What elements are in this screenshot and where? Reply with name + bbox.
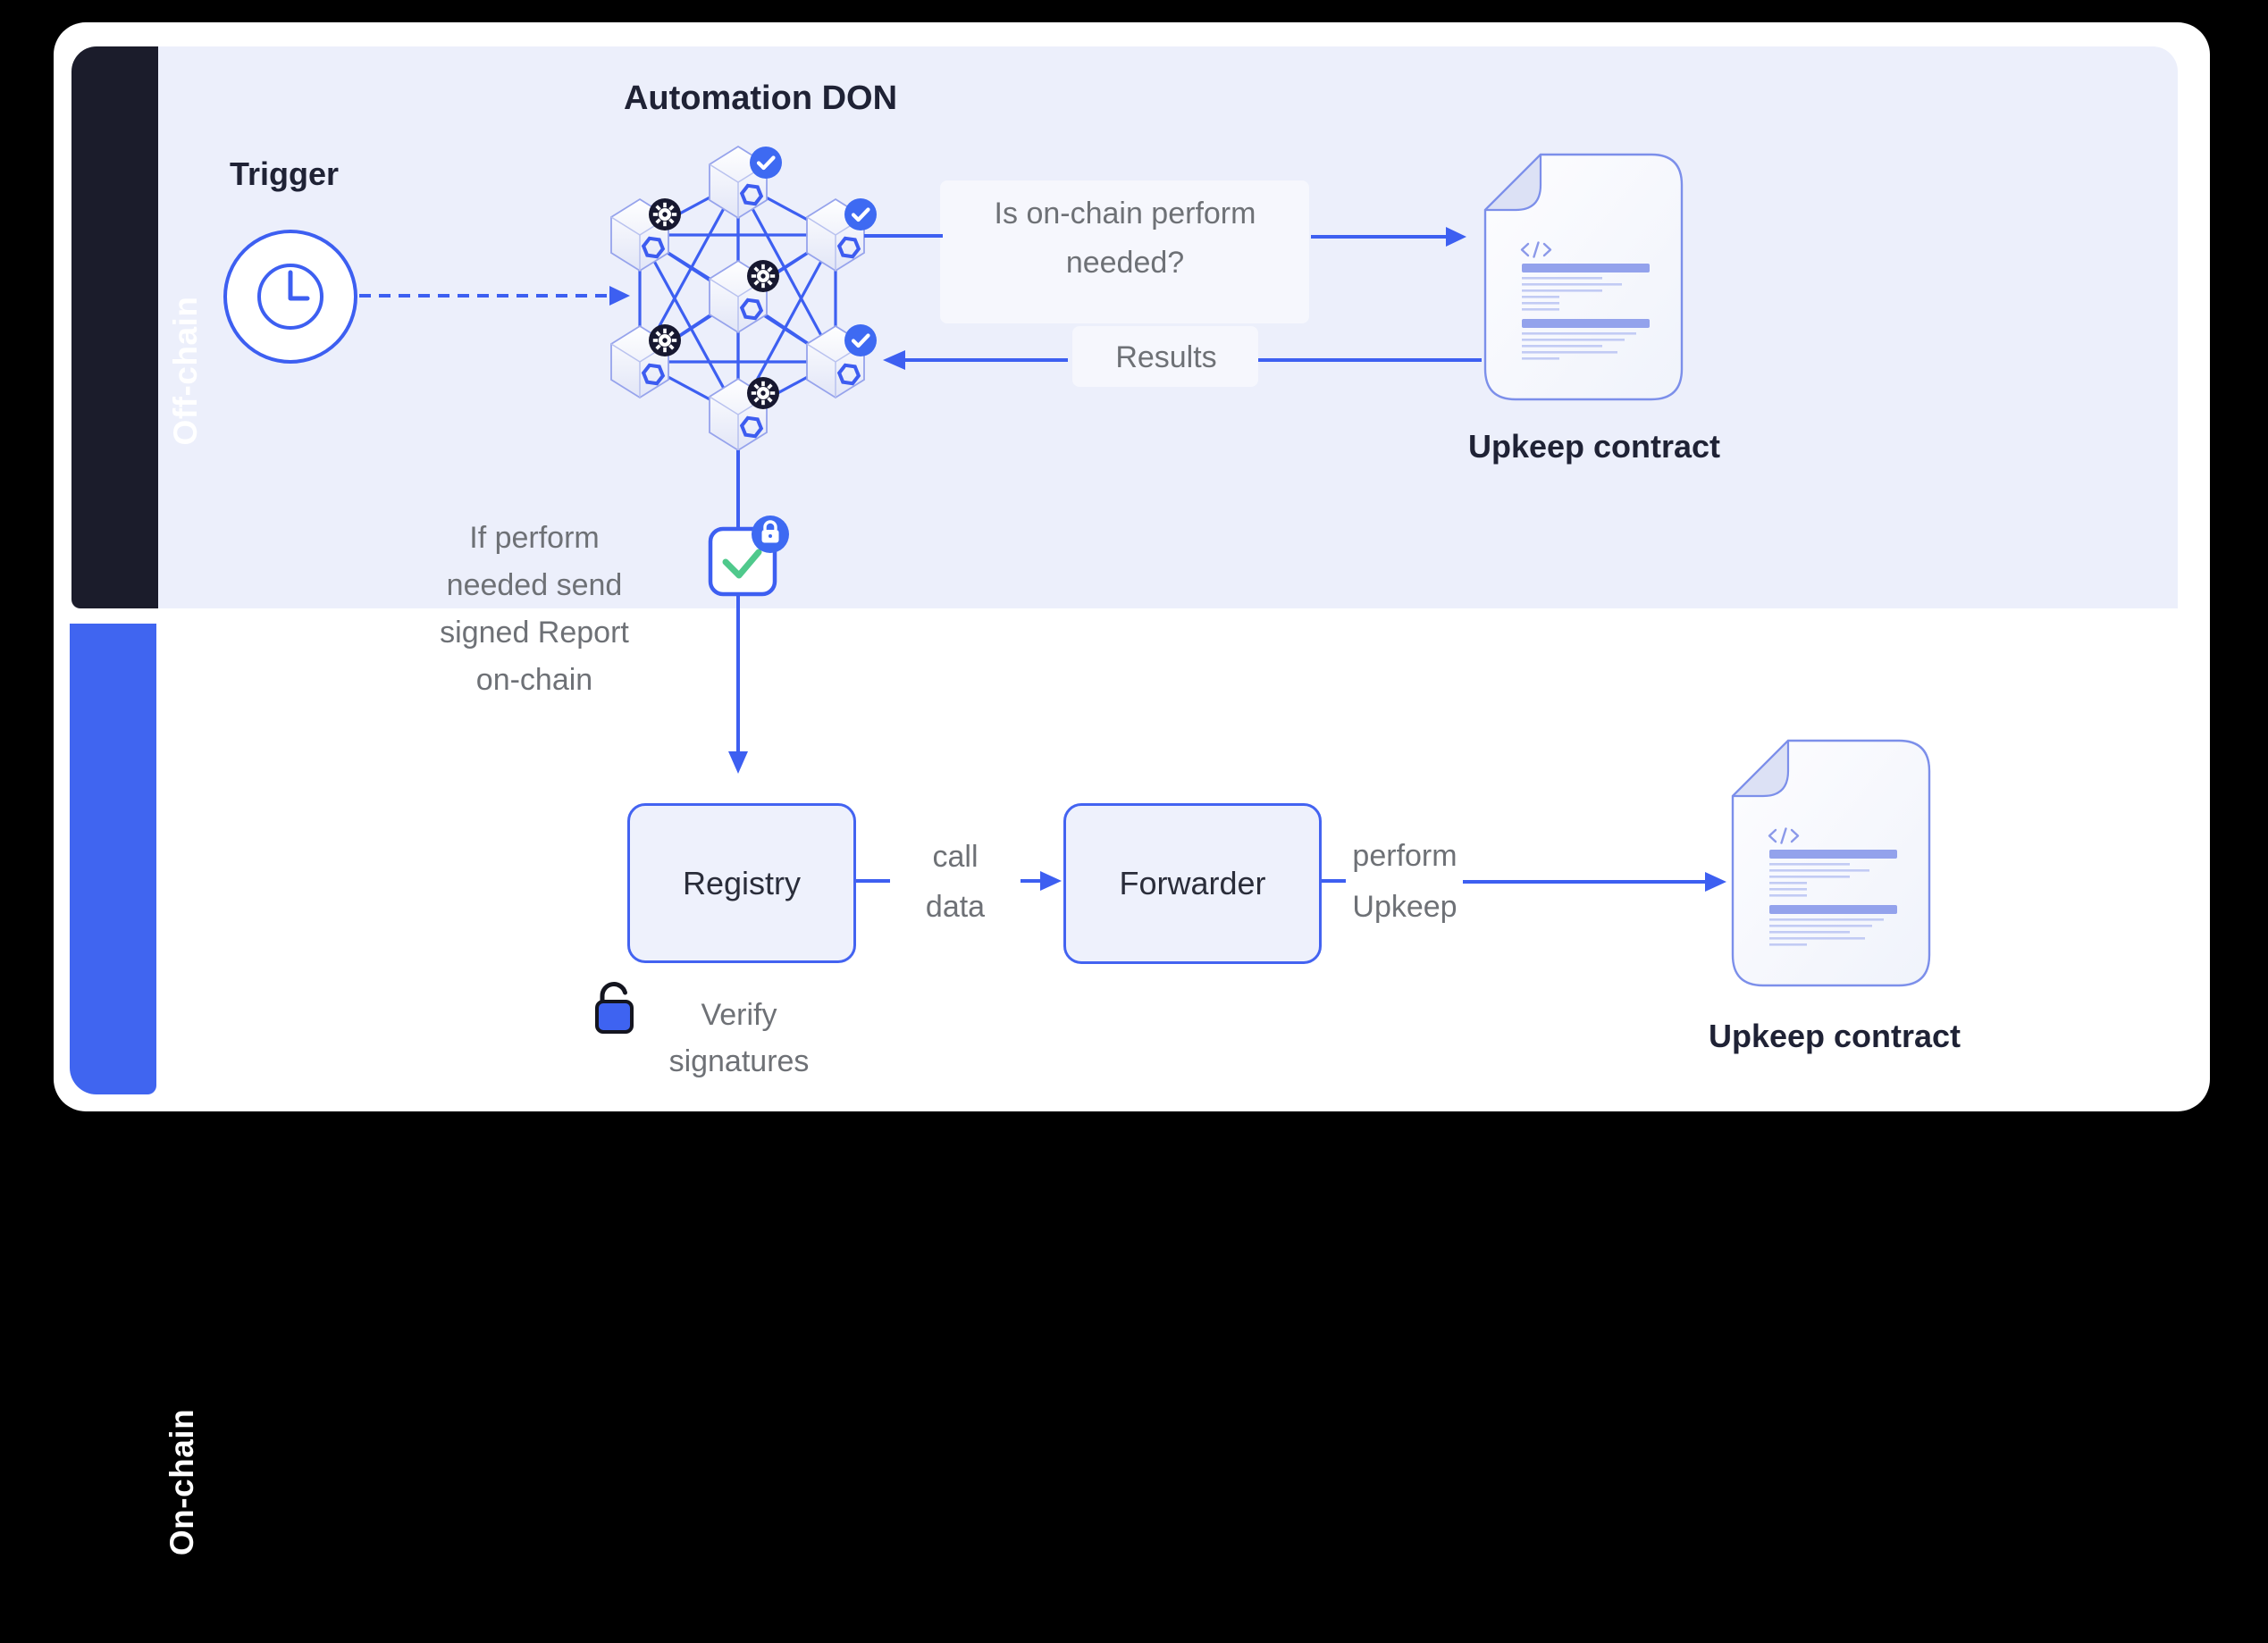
don-title: Automation DON: [623, 80, 898, 117]
arrow-perform-to-contract: [1463, 872, 1726, 892]
onchain-label: On-chain: [164, 1408, 200, 1556]
document-icon: [1483, 153, 1684, 401]
gear-icon: [649, 324, 681, 356]
report-note-line3: signed Report: [440, 616, 629, 650]
signed-report-check-icon: [708, 516, 789, 597]
perform-upkeep-line1: perform: [1352, 839, 1457, 873]
perform-upkeep-line2: Upkeep: [1352, 890, 1457, 924]
report-note-line4: on-chain: [475, 663, 593, 697]
call-data-label: call data: [926, 832, 985, 932]
arrow-report-to-registry: [728, 595, 748, 774]
lock-icon: [752, 516, 789, 553]
question-line1: Is on-chain perform: [994, 197, 1256, 231]
verify-line2: signatures: [668, 1044, 810, 1078]
results-backdrop: [1072, 326, 1258, 387]
trigger-label: Trigger: [229, 155, 340, 192]
call-data-line1: call: [932, 840, 979, 874]
diagram-canvas: { "sidebars": { "offchain": "Off-chain",…: [54, 0, 2210, 1556]
gear-icon: [649, 198, 681, 231]
registry-label: Registry: [682, 864, 802, 901]
sidebar-offchain: Off-chain: [71, 46, 204, 608]
arrow-calldata-to-forwarder: [1021, 871, 1062, 891]
document-icon: [1731, 739, 1931, 987]
gear-icon: [747, 260, 779, 292]
question-line2: needed?: [1065, 246, 1185, 280]
forwarder-box: Forwarder: [1063, 803, 1322, 964]
question-backdrop: [940, 180, 1309, 323]
report-note-line2: needed send: [446, 568, 623, 602]
verify-signatures-label: Verify signatures: [669, 992, 810, 1085]
sidebar-onchain: On-chain: [70, 624, 200, 1555]
diagram-graphics: [223, 0, 1931, 1034]
arrow-question-to-contract: [1311, 227, 1466, 247]
upkeep-contract-top-label: Upkeep contract: [1467, 428, 1721, 465]
trigger-dashed-arrow: [359, 286, 630, 306]
report-note-line1: If perform: [469, 521, 600, 555]
registry-box: Registry: [627, 803, 856, 963]
verify-line1: Verify: [701, 998, 777, 1032]
unlock-icon: [595, 982, 634, 1034]
results-label: Results: [1115, 340, 1217, 374]
clock-icon: [223, 230, 357, 364]
check-badge-icon: [844, 198, 877, 231]
check-badge-icon: [844, 324, 877, 356]
call-data-line2: data: [925, 890, 986, 924]
check-badge-icon: [750, 147, 782, 179]
upkeep-contract-bottom-label: Upkeep contract: [1708, 1018, 1961, 1054]
flow-connectors: [728, 227, 1726, 892]
arrow-results-to-don: [883, 350, 1482, 370]
report-note-label: If perform needed send signed Report on-…: [440, 515, 629, 704]
gear-icon: [747, 377, 779, 409]
perform-upkeep-label: perform Upkeep: [1352, 831, 1457, 933]
forwarder-label: Forwarder: [1119, 865, 1266, 901]
question-label: Is on-chain perform needed?: [995, 189, 1256, 288]
